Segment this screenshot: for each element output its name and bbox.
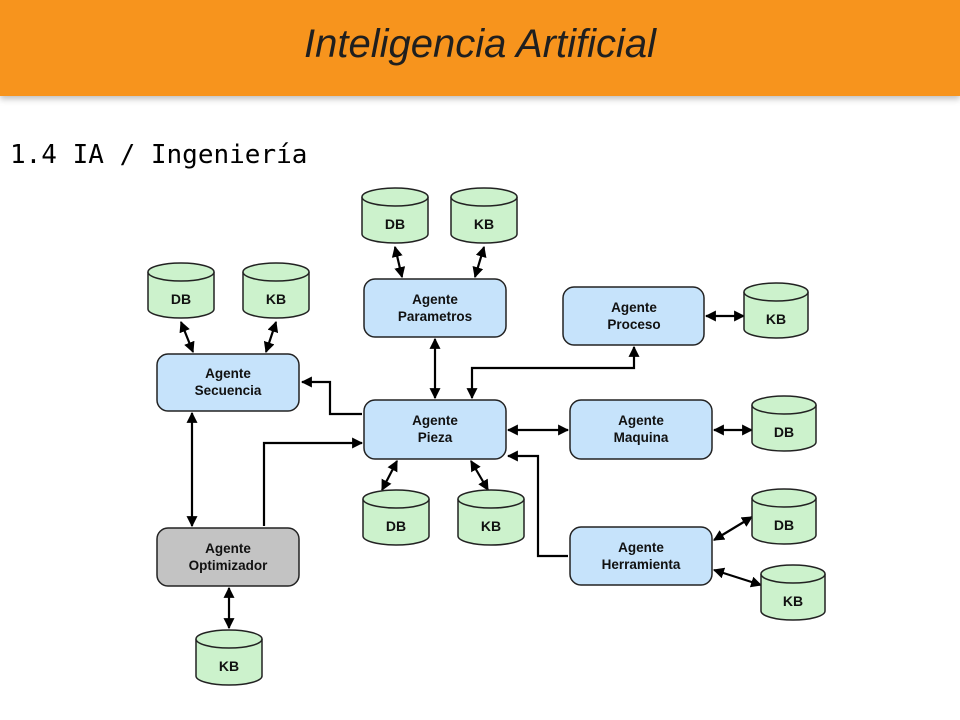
agent-parametros: Agente Parametros xyxy=(363,278,507,338)
agent-optimizador-line1: Agente xyxy=(205,541,251,556)
arrow-parametros-kb xyxy=(472,245,487,279)
db-secuencia-label: DB xyxy=(171,291,191,307)
kb-optimizador-label: KB xyxy=(219,658,239,674)
arrow-herramienta-pieza xyxy=(506,450,568,558)
arrow-secuencia-db xyxy=(179,320,195,354)
db-pieza-cylinder: DB xyxy=(362,489,430,546)
agent-herramienta-line1: Agente xyxy=(618,540,664,555)
db-parametros-cylinder: DB xyxy=(361,187,429,244)
agent-optimizador-line2: Optimizador xyxy=(189,558,268,573)
agent-proceso-line2: Proceso xyxy=(607,317,660,332)
db-maquina-cylinder: DB xyxy=(751,395,817,452)
section-title: 1.4 IA / Ingeniería xyxy=(10,140,308,170)
agent-pieza-line2: Pieza xyxy=(418,430,453,445)
agent-maquina-line2: Maquina xyxy=(614,430,669,445)
arrow-herramienta-kb xyxy=(712,567,763,588)
kb-parametros-label: KB xyxy=(474,216,494,232)
agent-proceso: Agente Proceso xyxy=(562,286,705,346)
db-parametros-label: DB xyxy=(385,216,405,232)
db-maquina-label: DB xyxy=(774,424,794,440)
agent-herramienta: Agente Herramienta xyxy=(569,526,713,586)
kb-parametros-cylinder: KB xyxy=(450,187,518,244)
kb-proceso-cylinder: KB xyxy=(743,282,809,339)
page-title: Inteligencia Artificial xyxy=(303,22,656,66)
agent-maquina: Agente Maquina xyxy=(569,399,713,460)
db-herramienta-label: DB xyxy=(774,517,794,533)
arrow-pieza-db xyxy=(381,460,398,491)
agent-secuencia-line1: Agente xyxy=(205,366,251,381)
agent-pieza: Agente Pieza xyxy=(363,399,507,460)
header-bar: Inteligencia Artificial xyxy=(0,0,960,96)
db-pieza-label: DB xyxy=(386,518,406,534)
agent-herramienta-line2: Herramienta xyxy=(602,557,681,572)
agent-parametros-line2: Parametros xyxy=(398,309,472,324)
kb-optimizador-cylinder: KB xyxy=(195,629,263,686)
agent-maquina-line1: Agente xyxy=(618,413,664,428)
arrow-pieza-kb xyxy=(470,460,489,491)
kb-herramienta-cylinder: KB xyxy=(760,564,826,621)
kb-pieza-label: KB xyxy=(481,518,501,534)
agent-parametros-line1: Agente xyxy=(412,292,458,307)
arrow-proceso-pieza xyxy=(466,345,640,400)
arrow-optimizador-pieza xyxy=(262,437,364,526)
agent-secuencia: Agente Secuencia xyxy=(156,353,300,412)
arrow-herramienta-db xyxy=(713,516,753,541)
arrow-secuencia-kb xyxy=(263,320,279,354)
kb-herramienta-label: KB xyxy=(783,593,803,609)
db-herramienta-cylinder: DB xyxy=(751,488,817,545)
agent-pieza-line1: Agente xyxy=(412,413,458,428)
kb-pieza-cylinder: KB xyxy=(457,489,525,546)
arrow-parametros-db xyxy=(391,245,406,279)
kb-secuencia-label: KB xyxy=(266,291,286,307)
arrow-pieza-secuencia xyxy=(300,376,362,416)
agent-optimizador: Agente Optimizador xyxy=(156,527,300,587)
db-secuencia-cylinder: DB xyxy=(147,262,215,319)
agent-proceso-line1: Agente xyxy=(611,300,657,315)
connectors xyxy=(179,245,763,630)
kb-secuencia-cylinder: KB xyxy=(242,262,310,319)
kb-proceso-label: KB xyxy=(766,311,786,327)
agent-secuencia-line2: Secuencia xyxy=(195,383,262,398)
